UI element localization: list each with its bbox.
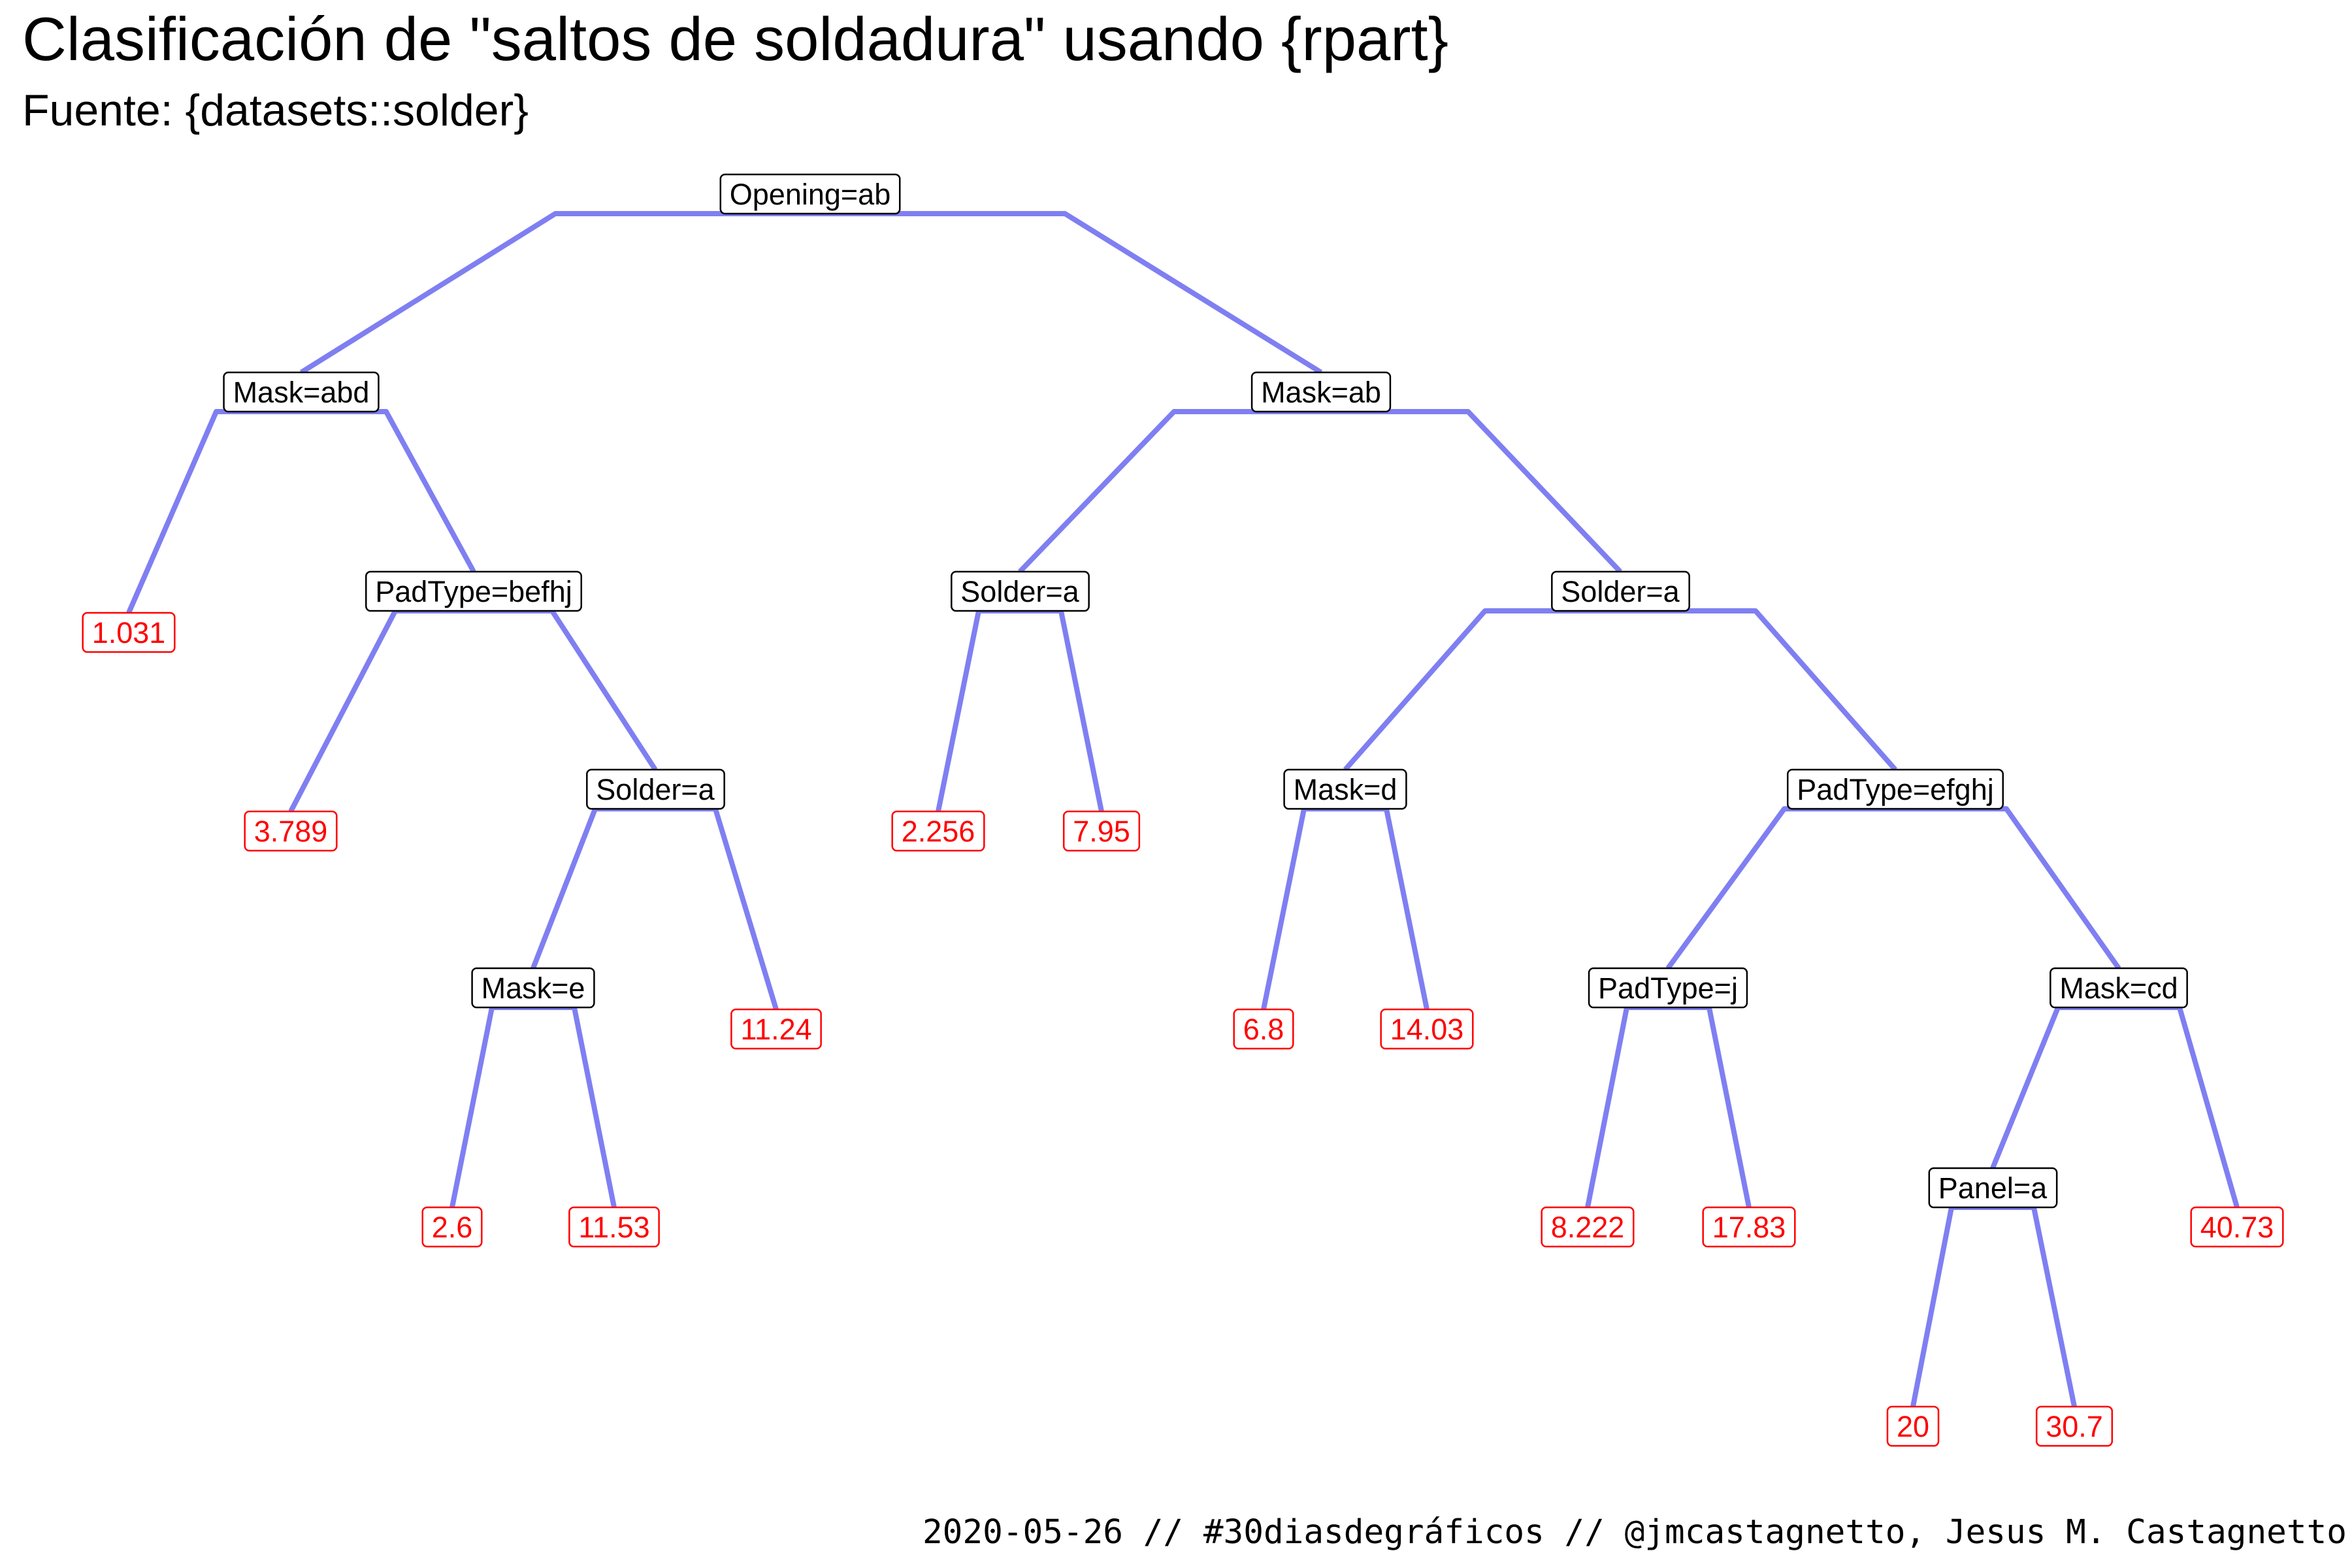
split-rule: Mask=abd xyxy=(233,376,370,409)
split-box xyxy=(1250,371,1392,413)
tree-edge xyxy=(1018,409,1622,574)
leaf-box xyxy=(2190,1206,2284,1248)
leaf-value: 11.24 xyxy=(740,1013,811,1046)
split-node: Mask=abd xyxy=(223,371,380,413)
split-box xyxy=(223,371,380,413)
leaf-value: 6.8 xyxy=(1243,1013,1284,1046)
leaf-box xyxy=(891,810,985,852)
chart-subtitle: Fuente: {datasets::solder} xyxy=(22,86,529,135)
split-box xyxy=(951,570,1090,612)
leaf-box xyxy=(730,1008,822,1050)
split-box xyxy=(1787,768,2004,810)
split-rule: PadType=befhj xyxy=(375,575,572,608)
tree-edge xyxy=(299,211,1323,375)
leaf-value: 8.222 xyxy=(1551,1211,1625,1244)
leaf-value: 2.6 xyxy=(432,1211,473,1244)
leaf-value: 30.7 xyxy=(2046,1410,2103,1443)
leaf-box xyxy=(568,1206,660,1248)
leaf-value: 3.789 xyxy=(254,815,328,848)
split-box xyxy=(1928,1167,2058,1209)
leaf-node: 8.222 xyxy=(1541,1206,1635,1248)
tree-edge xyxy=(1910,1205,2077,1407)
split-box xyxy=(1551,570,1690,612)
split-node: Panel=a xyxy=(1928,1167,2058,1209)
split-node: PadType=j xyxy=(1588,967,1748,1009)
split-rule: Mask=d xyxy=(1294,773,1397,806)
leaf-box xyxy=(1233,1008,1294,1050)
split-node: Mask=e xyxy=(471,967,595,1009)
split-rule: Panel=a xyxy=(1938,1171,2048,1205)
leaf-node: 17.83 xyxy=(1702,1206,1796,1248)
leaf-node: 11.53 xyxy=(568,1206,660,1248)
tree-edge xyxy=(449,1005,617,1208)
leaf-box xyxy=(82,612,176,653)
leaf-node: 7.95 xyxy=(1062,810,1141,852)
split-node: Mask=cd xyxy=(2050,967,2188,1009)
split-rule: Solder=a xyxy=(960,575,1079,608)
split-box xyxy=(471,967,595,1009)
split-node: Solder=a xyxy=(1551,570,1690,612)
leaf-value: 11.53 xyxy=(578,1211,649,1244)
split-box xyxy=(586,768,725,810)
leaf-node: 6.8 xyxy=(1233,1008,1294,1050)
tree-edge xyxy=(1585,1005,1752,1208)
leaf-node: 1.031 xyxy=(82,612,176,653)
leaf-box xyxy=(421,1206,483,1248)
leaf-box xyxy=(1886,1405,1940,1447)
leaf-node: 20 xyxy=(1886,1405,1940,1447)
leaf-value: 17.83 xyxy=(1712,1211,1786,1244)
split-rule: PadType=efghj xyxy=(1797,773,1994,806)
split-box xyxy=(1588,967,1748,1009)
leaf-value: 40.73 xyxy=(2200,1211,2274,1244)
leaf-box xyxy=(2035,1405,2114,1447)
leaf-box xyxy=(1380,1008,1474,1050)
split-box xyxy=(719,173,901,215)
leaf-node: 2.6 xyxy=(421,1206,483,1248)
leaf-box xyxy=(1062,810,1141,852)
tree-edge xyxy=(1665,806,2121,970)
tree-edge xyxy=(1261,806,1429,1010)
caption: 2020-05-26 // #30diasdegráficos // @jmca… xyxy=(922,1513,2347,1552)
leaf-box xyxy=(1702,1206,1796,1248)
leaf-node: 11.24 xyxy=(730,1008,822,1050)
split-box xyxy=(1283,768,1407,810)
chart-title: Clasificación de "saltos de soldadura" u… xyxy=(22,5,1449,73)
leaf-node: 30.7 xyxy=(2035,1405,2114,1447)
split-node: Opening=ab xyxy=(719,173,901,215)
leaf-box xyxy=(244,810,338,852)
leaf-box xyxy=(1541,1206,1635,1248)
split-node: Solder=a xyxy=(951,570,1090,612)
split-rule: PadType=j xyxy=(1598,972,1738,1005)
leaf-value: 14.03 xyxy=(1390,1013,1464,1046)
split-node: Mask=d xyxy=(1283,768,1407,810)
split-rule: Solder=a xyxy=(596,773,715,806)
split-rule: Mask=ab xyxy=(1261,376,1381,409)
split-node: Solder=a xyxy=(586,768,725,810)
split-node: PadType=efghj xyxy=(1787,768,2004,810)
tree-edge xyxy=(936,608,1104,812)
leaf-node: 2.256 xyxy=(891,810,985,852)
split-rule: Opening=ab xyxy=(730,178,890,211)
leaf-value: 1.031 xyxy=(92,616,166,649)
split-rule: Mask=e xyxy=(482,972,585,1005)
split-rule: Mask=cd xyxy=(2059,972,2178,1005)
leaf-value: 20 xyxy=(1897,1410,1929,1443)
leaf-node: 40.73 xyxy=(2190,1206,2284,1248)
split-box xyxy=(365,570,582,612)
leaf-node: 14.03 xyxy=(1380,1008,1474,1050)
split-rule: Solder=a xyxy=(1561,575,1680,608)
tree-edge xyxy=(1343,608,1898,772)
leaf-node: 3.789 xyxy=(244,810,338,852)
leaf-value: 2.256 xyxy=(902,815,975,848)
split-node: PadType=befhj xyxy=(365,570,582,612)
split-node: Mask=ab xyxy=(1250,371,1392,413)
leaf-value: 7.95 xyxy=(1073,815,1130,848)
split-box xyxy=(2050,967,2188,1009)
